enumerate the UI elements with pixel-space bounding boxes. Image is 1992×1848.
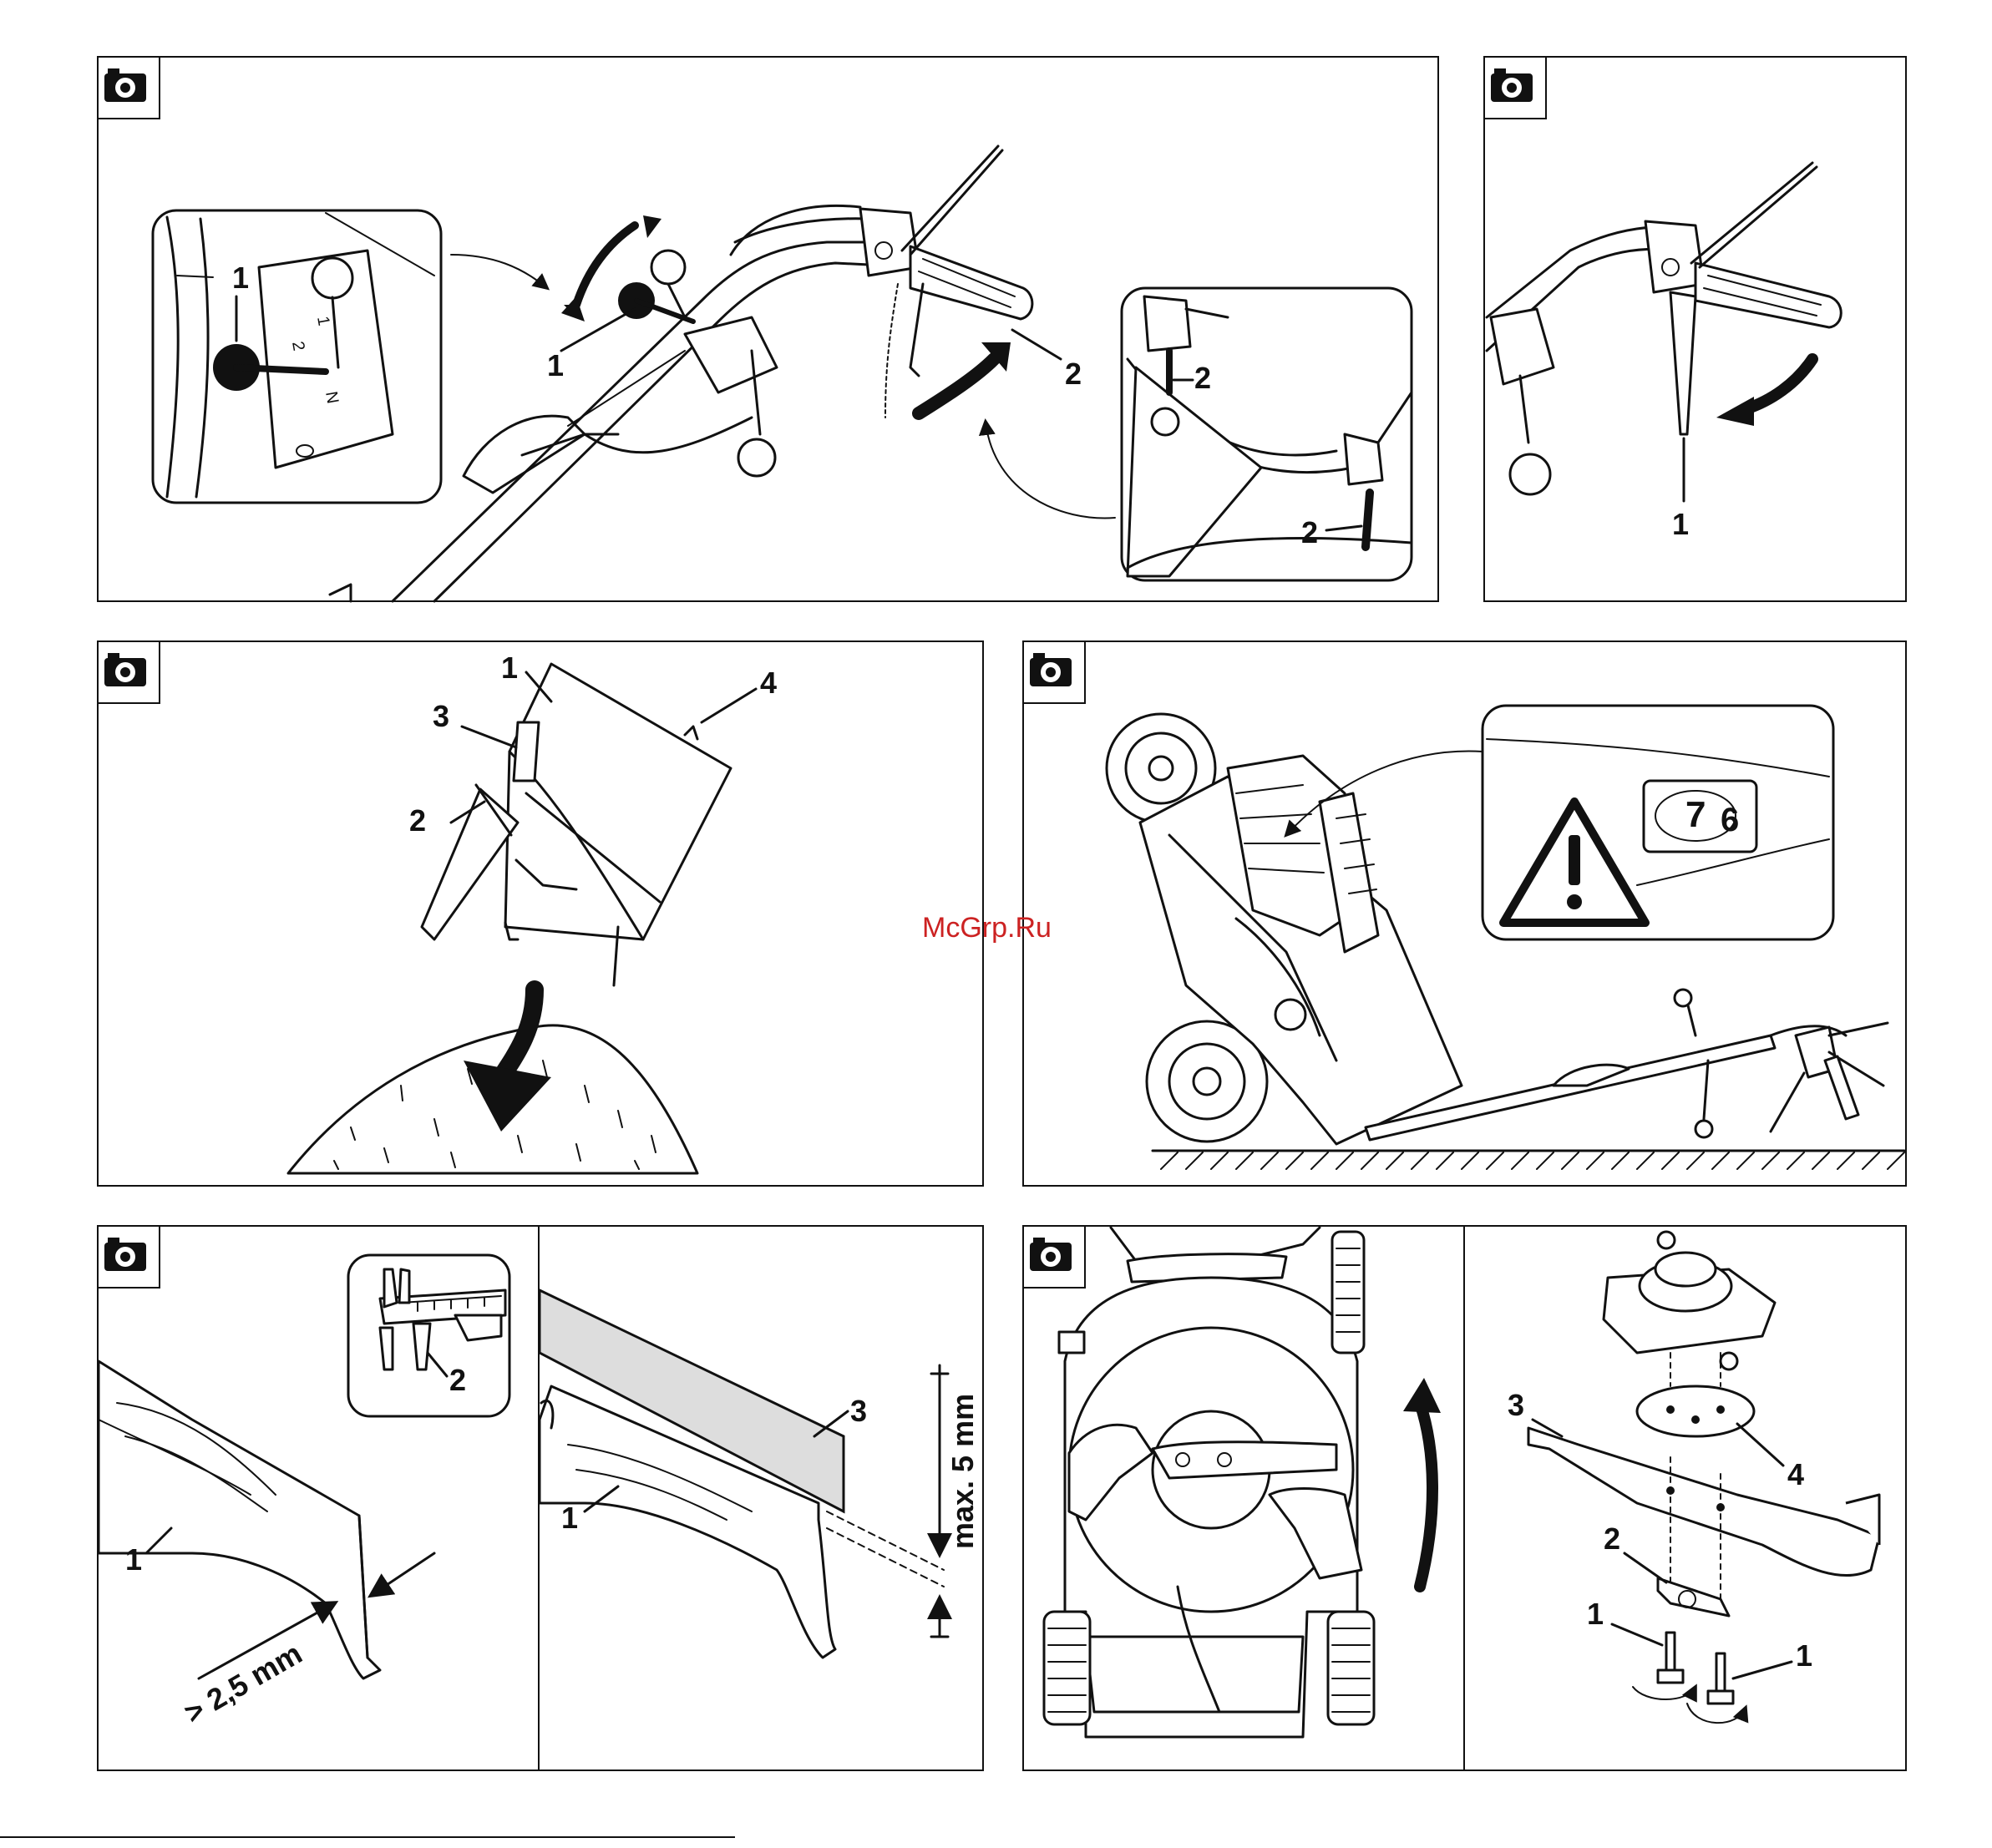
watermark: McGrp.Ru	[922, 912, 1052, 944]
inset-caliper: 2	[348, 1255, 509, 1416]
label-2-inset-bottom: 2	[1301, 515, 1318, 549]
label-2-wear: 2	[449, 1363, 466, 1397]
label-1-parts-left: 1	[1587, 1597, 1604, 1631]
panel-blade-parts: 3 4 2 1 1	[1464, 1226, 1906, 1770]
code-digit-2: 6	[1721, 802, 1739, 838]
panel-grass-bag: 1 2 3 4	[98, 641, 983, 1186]
panel-mower-underside	[1023, 1226, 1464, 1770]
label-2-bag: 2	[409, 803, 426, 838]
label-1-lever: 1	[1672, 507, 1689, 541]
label-1-main: 1	[547, 348, 564, 382]
camera-icon	[98, 641, 160, 703]
label-3-bag: 3	[433, 699, 449, 733]
inset-warning-label: 7 6	[1483, 706, 1833, 939]
label-4-bag: 4	[760, 666, 777, 700]
code-digit-1: 7	[1685, 794, 1706, 835]
label-2-inset-top: 2	[1194, 361, 1211, 395]
panel-handle-lever: 1	[1484, 57, 1906, 601]
label-1-wear: 1	[125, 1542, 142, 1577]
panel-handle-speed: 1 2 N 1	[98, 57, 1438, 601]
panel-blade-wear: > 2,5 mm 1 2	[98, 1226, 539, 1770]
panel-tilted-mower: 7 6	[1023, 641, 1906, 1186]
camera-icon	[1023, 641, 1085, 703]
label-3-bend: 3	[850, 1394, 867, 1428]
camera-icon	[1023, 1226, 1085, 1288]
label-2-parts: 2	[1604, 1521, 1620, 1556]
inset-handle-lever: 2 2	[1122, 288, 1412, 580]
label-1-bag: 1	[501, 651, 518, 685]
panel-blade-bend: max. 5 mm 3 1	[539, 1226, 983, 1770]
label-1-inset: 1	[232, 261, 249, 295]
camera-icon	[98, 57, 160, 119]
label-1-parts-right: 1	[1796, 1638, 1812, 1673]
dim-bend: max. 5 mm	[945, 1394, 980, 1549]
camera-icon	[1484, 57, 1546, 119]
label-2-main: 2	[1065, 357, 1082, 391]
camera-icon	[98, 1226, 160, 1288]
label-4-parts: 4	[1787, 1457, 1804, 1491]
label-1-bend: 1	[561, 1501, 578, 1535]
label-3-parts: 3	[1508, 1388, 1524, 1422]
